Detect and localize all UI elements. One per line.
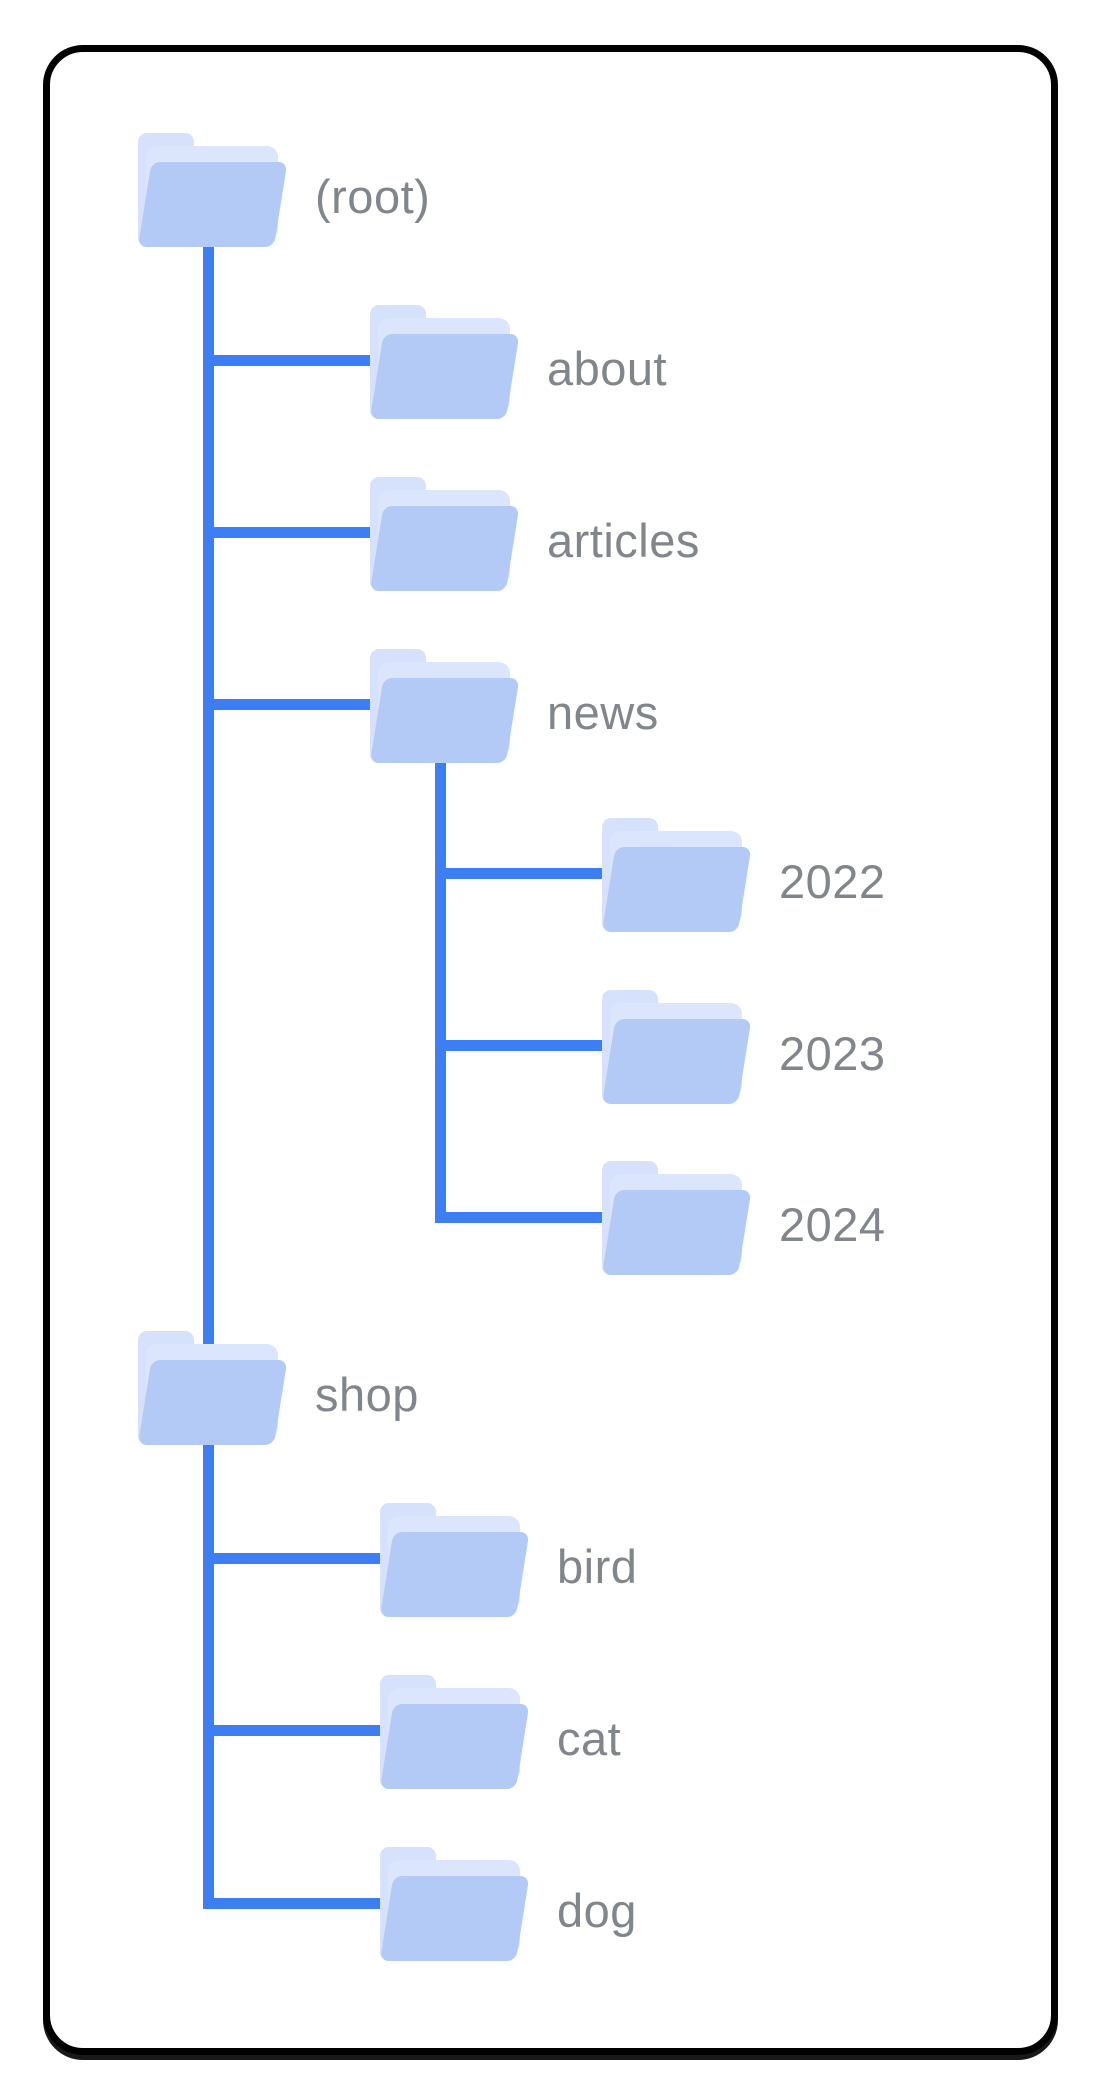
label-dog: dog <box>557 1884 637 1937</box>
news-trunk-line <box>435 756 446 1223</box>
label-cat: cat <box>557 1712 622 1765</box>
folder-icon-2023 <box>601 990 752 1104</box>
label-news: news <box>547 686 659 739</box>
branch-about-line <box>203 355 376 366</box>
folder-icon-dog <box>379 1847 530 1961</box>
branch-bird-line <box>203 1553 386 1564</box>
folder-icon-articles <box>369 477 520 591</box>
folder-icon-shop <box>137 1331 288 1445</box>
label-about: about <box>547 342 668 395</box>
branch-cat-line <box>203 1725 386 1736</box>
branch-2024-line <box>435 1212 608 1223</box>
label-shop: shop <box>315 1368 419 1421</box>
folder-icon-news <box>369 649 520 763</box>
root-trunk-line <box>203 240 214 1909</box>
branch-dog-line <box>203 1898 386 1909</box>
label-root: (root) <box>315 170 431 223</box>
label-articles: articles <box>547 514 700 567</box>
label-2023: 2023 <box>779 1027 886 1080</box>
folder-icon-bird <box>379 1503 530 1617</box>
branch-2023-line <box>435 1040 608 1051</box>
label-bird: bird <box>557 1540 638 1593</box>
label-2024: 2024 <box>779 1198 886 1251</box>
folder-icon-root <box>137 133 288 247</box>
folder-icon-2022 <box>601 818 752 932</box>
label-2022: 2022 <box>779 855 886 908</box>
folder-icon-cat <box>379 1675 530 1789</box>
branch-2022-line <box>435 868 608 879</box>
branch-news-line <box>203 699 376 710</box>
folder-icon-2024 <box>601 1161 752 1275</box>
folder-icon-about <box>369 305 520 419</box>
branch-articles-line <box>203 527 376 538</box>
